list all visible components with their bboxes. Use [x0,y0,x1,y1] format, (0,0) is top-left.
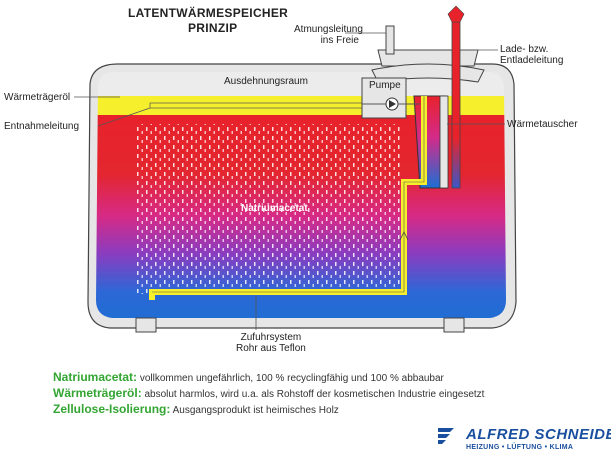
breathing-pipe [385,25,395,55]
logo-name: ALFRED SCHNEIDER [466,426,611,443]
pump-box [361,77,407,119]
label-pumpe: Pumpe [369,80,401,91]
label-waermetraegeroel: Wärmeträgeröl [4,92,71,103]
label-ladeleitung: Lade- bzw. Entladeleitung [500,44,564,66]
label-zufuhrsystem: Zufuhrsystem Rohr aus Teflon [236,332,306,354]
legend-item-natriumacetat: Natriumacetat: vollkommen ungefährlich, … [53,370,444,384]
legend-item-waermetraegeroel: Wärmeträgeröl: absolut harmlos, wird u.a… [53,386,485,400]
label-ausdehnungsraum: Ausdehnungsraum [224,76,308,87]
company-logo: ALFRED SCHNEIDER HEIZUNG • LÜFTUNG • KLI… [436,426,611,456]
extraction-line [149,102,363,109]
logo-tagline: HEIZUNG • LÜFTUNG • KLIMA [466,444,574,451]
title-line2: PRINZIP [188,21,238,35]
logo-icon [438,428,454,444]
tank-foot-left [135,317,157,333]
label-waermetauscher: Wärmetauscher [507,119,578,130]
page-title: LATENTWÄRMESPEICHER PRINZIP [128,6,288,36]
label-entnahmeleitung: Entnahmeleitung [4,121,80,132]
title-line1: LATENTWÄRMESPEICHER [128,6,289,20]
tank-foot-right [443,317,465,333]
legend-item-zellulose: Zellulose-Isolierung: Ausgangsprodukt is… [53,402,339,416]
label-natriumacetat: Natriumacetat [241,203,308,214]
charge-line-pipe [451,21,461,189]
label-atmungsleitung: Atmungsleitung ins Freie [294,24,363,46]
